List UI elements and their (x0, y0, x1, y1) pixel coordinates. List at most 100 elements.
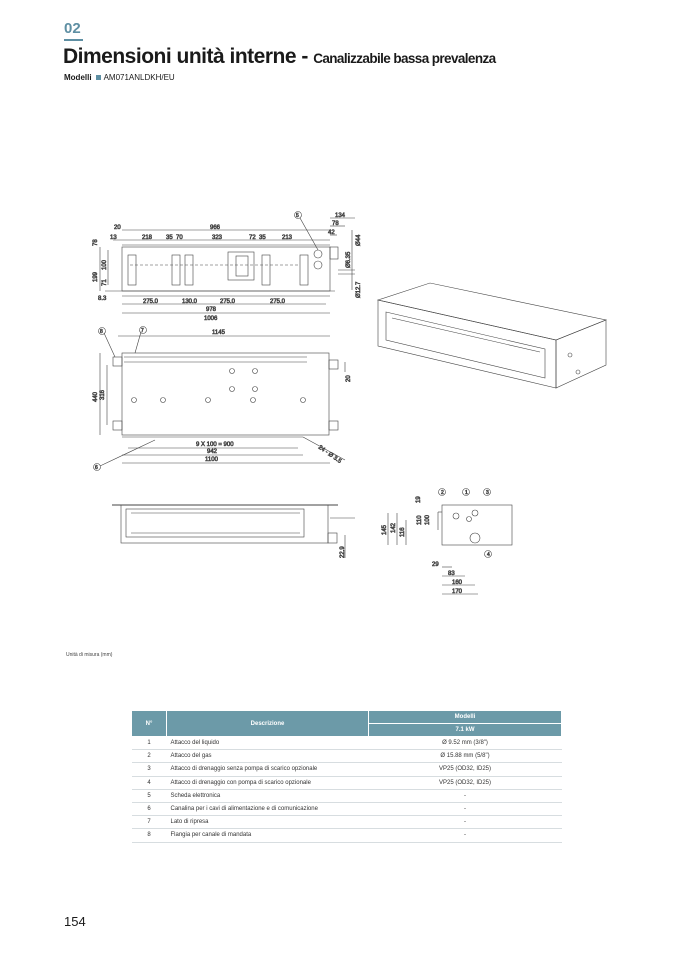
dim-323: 323 (212, 235, 223, 241)
unit-note: Unità di misura (mm) (66, 652, 113, 658)
callout-8: 8 (100, 329, 103, 335)
dim-275-c: 275.0 (270, 299, 286, 305)
title-main: Dimensioni unità interne - (63, 45, 308, 68)
dim-100-side: 100 (425, 514, 431, 525)
row-description: Scheda elettronica (166, 789, 369, 803)
dim-942: 942 (207, 449, 218, 455)
row-number: 7 (131, 815, 167, 830)
callout-3: 3 (486, 490, 489, 496)
dim-116: 116 (400, 527, 406, 537)
row-number: 2 (131, 749, 167, 764)
row-value: Ø 9.52 mm (3/8") (368, 736, 562, 751)
isometric-view-drawing (376, 282, 608, 389)
row-number: 6 (131, 802, 167, 817)
dim-phi635: Ø6.35 (346, 251, 352, 268)
row-value: - (368, 815, 562, 830)
dim-440: 440 (93, 391, 99, 402)
dim-83: 83 (448, 571, 455, 577)
dim-78: 78 (332, 221, 339, 227)
technical-drawings: 20 966 13 218 35 70 323 72 35 213 134 78… (93, 211, 608, 595)
dim-71: 71 (102, 279, 108, 286)
callout-7: 7 (141, 328, 144, 334)
dim-218: 218 (142, 235, 153, 241)
row-number: 1 (131, 736, 167, 751)
row-description: Attacco di drenaggio con pompa di scaric… (166, 776, 369, 790)
dim-275-b: 275.0 (220, 299, 236, 305)
dim-134: 134 (335, 213, 346, 219)
section-number: 02 (64, 20, 81, 37)
dim-170: 170 (452, 589, 463, 595)
row-value: VP25 (OD32, ID25) (368, 762, 562, 777)
models-label: Modelli (64, 73, 92, 82)
row-value: Ø 15.88 mm (5/8") (368, 749, 562, 764)
callout-6: 6 (95, 465, 98, 471)
row-value: - (368, 789, 562, 803)
front-view-drawing (112, 504, 355, 558)
dim-275-a: 275.0 (143, 299, 159, 305)
section-underline (64, 39, 83, 41)
row-number: 3 (131, 762, 167, 777)
dim-142: 142 (391, 522, 397, 533)
header-description: Descrizione (166, 710, 369, 737)
dim-1100: 1100 (205, 457, 219, 463)
page-title: Dimensioni unità interne - Canalizzabile… (63, 45, 496, 69)
side-view-drawing (387, 488, 513, 595)
dim-42: 42 (328, 230, 335, 236)
header-number: N° (131, 710, 167, 737)
row-description: Attacco di drenaggio senza pompa di scar… (166, 762, 369, 777)
dim-19: 19 (416, 496, 422, 503)
page-number: 154 (64, 914, 86, 929)
dim-1145: 1145 (212, 330, 226, 336)
title-subtitle: Canalizzabile bassa prevalenza (313, 51, 496, 66)
callout-4: 4 (487, 552, 490, 558)
dim-130: 130.0 (182, 299, 198, 305)
dim-213: 213 (282, 235, 293, 241)
row-description: Attacco del liquido (166, 736, 369, 751)
row-description: Flangia per canale di mandata (166, 828, 369, 843)
holes-label: 24 - Ø 3.5 (317, 445, 343, 466)
dim-100: 100 (102, 259, 108, 270)
plan-view-drawing (93, 326, 346, 471)
callout-5: 5 (296, 213, 299, 219)
dim-35a: 35 (166, 235, 173, 241)
dim-22-9: 22.9 (340, 546, 346, 558)
dim-20: 20 (114, 225, 121, 231)
callout-1: 1 (465, 490, 468, 496)
row-number: 8 (131, 828, 167, 843)
dim-35b: 35 (259, 235, 266, 241)
dim-phi44: Ø44 (356, 234, 362, 246)
dim-29: 29 (432, 562, 439, 568)
row-description: Lato di ripresa (166, 815, 369, 830)
row-number: 5 (131, 789, 167, 803)
row-description: Attacco del gas (166, 749, 369, 764)
dim-978: 978 (206, 307, 217, 313)
header-models: Modelli (368, 710, 562, 724)
dim-20-plan: 20 (346, 375, 352, 382)
dim-78-vertical: 78 (93, 239, 99, 246)
dim-70: 70 (176, 235, 183, 241)
header-capacity: 7.1 kW (368, 723, 562, 737)
dim-900: 9 X 100 = 900 (196, 442, 234, 448)
callout-2: 2 (441, 490, 444, 496)
dim-145: 145 (382, 524, 388, 535)
dim-160: 160 (452, 580, 463, 586)
dim-8-3: 8.3 (98, 296, 107, 302)
dim-316: 316 (100, 389, 106, 400)
dim-110: 110 (417, 515, 423, 525)
row-value: - (368, 802, 562, 817)
row-value: - (368, 828, 562, 843)
dim-72: 72 (249, 235, 256, 241)
dim-966: 966 (210, 225, 221, 231)
row-number: 4 (131, 776, 167, 790)
dim-199: 199 (93, 271, 99, 282)
dim-1006: 1006 (204, 316, 218, 322)
